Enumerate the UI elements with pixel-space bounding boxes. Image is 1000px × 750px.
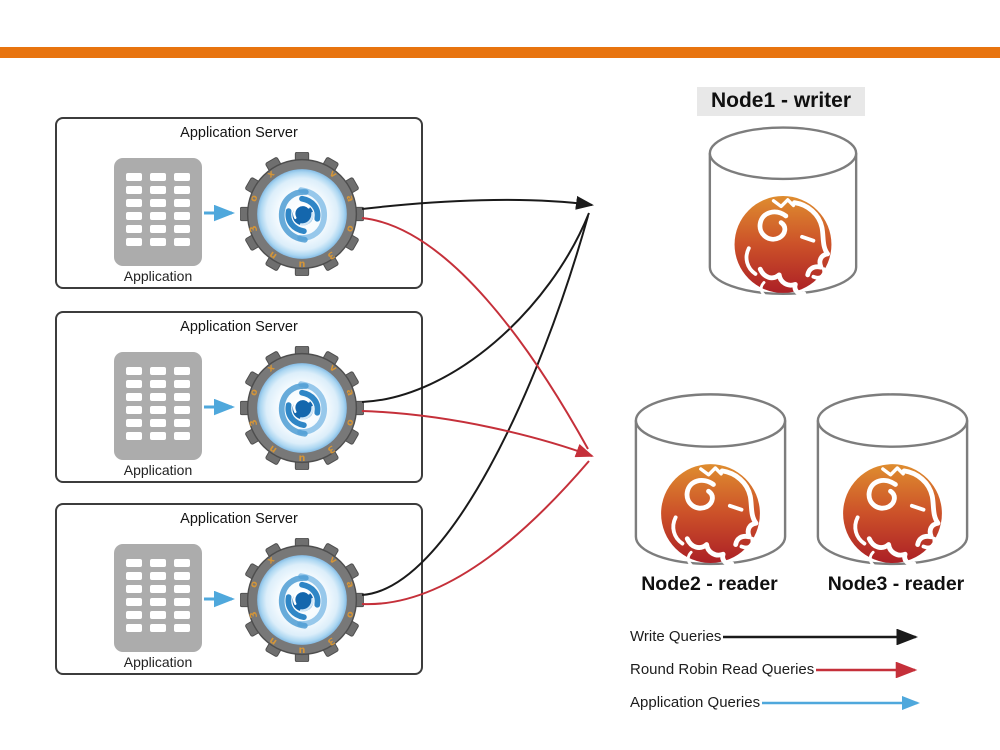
accent-bar-fill — [0, 47, 1000, 58]
server-box-title: Application Server — [180, 319, 298, 335]
application-grid-icon — [114, 544, 202, 652]
accent-bar — [0, 47, 1000, 58]
node3-reader-label: Node3 - reader — [827, 573, 965, 595]
application-grid-icon — [114, 352, 202, 460]
application-queries-arrow-sample — [762, 695, 921, 710]
application-server-box-3: Application Server Application — [55, 503, 423, 675]
legend-label-read-queries: Round Robin Read Queries — [630, 661, 815, 678]
legend: Write Queries Round Robin Read Queries A… — [630, 620, 933, 719]
application-label: Application — [123, 268, 193, 284]
database-cylinder-bison-icon-node1 — [707, 120, 859, 310]
legend-label-application-queries: Application Queries — [630, 694, 761, 711]
legend-row-application-queries: Application Queries — [630, 686, 933, 719]
application-label: Application — [123, 462, 193, 478]
write-queries-arrow-sample — [723, 628, 919, 645]
application-grid-icon — [114, 158, 202, 266]
server-box-title: Application Server — [180, 511, 298, 527]
server-box-title: Application Server — [180, 125, 298, 141]
application-label: Application — [123, 654, 193, 670]
legend-row-write-queries: Write Queries — [630, 620, 933, 653]
portal-swirl-icon — [240, 152, 364, 276]
portal-swirl-icon — [240, 538, 364, 662]
node2-reader-label: Node2 - reader — [641, 573, 778, 595]
legend-row-read-queries: Round Robin Read Queries — [630, 653, 933, 686]
database-cylinder-bison-icon-node2 — [633, 391, 788, 576]
node1-writer-label: Node1 - writer — [697, 87, 865, 116]
read-queries-arrow-sample — [816, 661, 918, 678]
portal-swirl-icon — [240, 346, 364, 470]
application-server-box-2: Application Server Application — [55, 311, 423, 483]
legend-label-write-queries: Write Queries — [630, 628, 722, 645]
database-cylinder-bison-icon-node3 — [815, 391, 970, 576]
application-server-box-1: Application Server Application — [55, 117, 423, 289]
